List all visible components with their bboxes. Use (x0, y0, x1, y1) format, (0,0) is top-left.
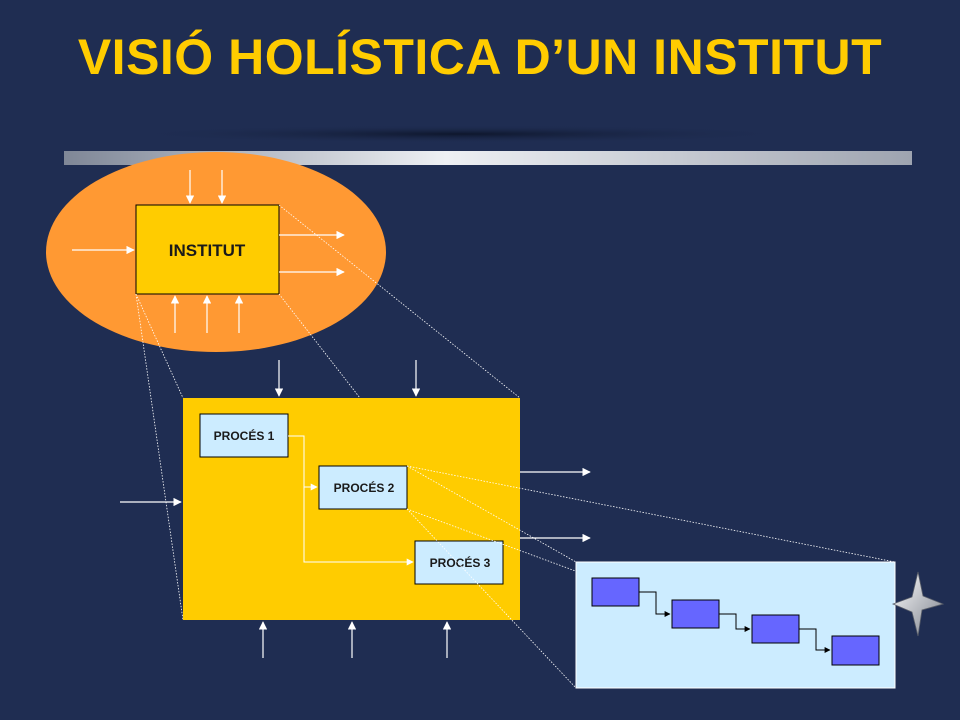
process-1-label: PROCÉS 1 (214, 428, 275, 443)
detail-step-2 (671, 599, 720, 629)
process-connectors (288, 435, 414, 566)
detail-step-1 (591, 577, 640, 607)
connector-1-3 (303, 487, 414, 566)
process-3-label: PROCÉS 3 (430, 555, 491, 570)
detail-connectors (639, 591, 831, 653)
connector-1-2 (288, 435, 318, 491)
process-2-label: PROCÉS 2 (334, 480, 395, 495)
detail-step-3 (751, 614, 800, 644)
process-3-box (414, 540, 504, 585)
institut-label: INSTITUT (169, 241, 246, 260)
process-1-box (199, 413, 289, 458)
title-shadow (120, 125, 800, 143)
detail-step-4 (831, 635, 880, 666)
process-2-box (318, 465, 408, 510)
institut-arrows (72, 170, 345, 333)
zoom-lines-institut (135, 204, 521, 621)
star-icon (891, 571, 945, 637)
institut-box (135, 204, 280, 295)
zoom-lines-process (406, 465, 896, 689)
process-area-arrows (120, 360, 591, 658)
slide-title: VISIÓ HOLÍSTICA D’UN INSTITUT (77, 29, 883, 85)
